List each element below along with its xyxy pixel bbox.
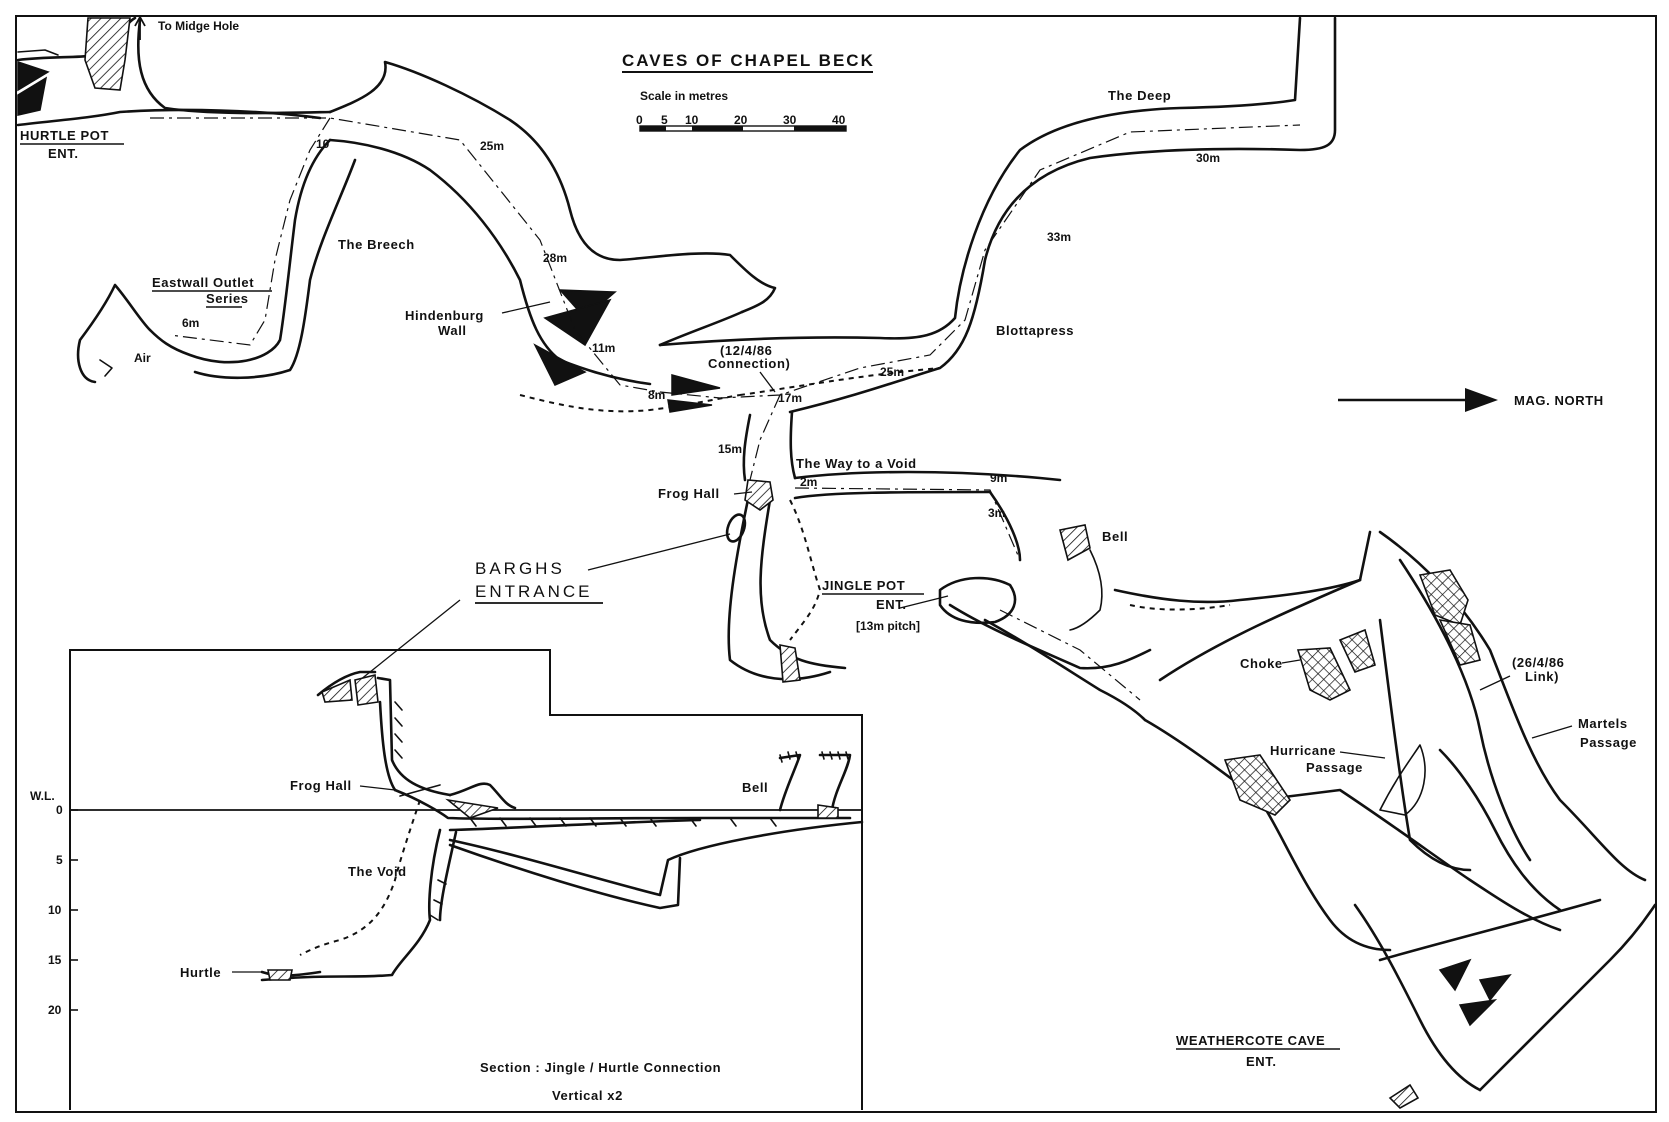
section-vertical-exaggeration: Vertical x2 [552, 1088, 623, 1103]
water-level-label: W.L. [30, 789, 55, 803]
barghs-leader-section [359, 599, 461, 681]
scale-bar [639, 125, 847, 132]
scale-ticks: 0 5 10 20 30 40 [636, 113, 846, 127]
air-label: Air [134, 351, 151, 365]
depth-label: 33m [1047, 230, 1071, 244]
barghs-entrance-label-2: ENTRANCE [475, 582, 593, 601]
svg-text:10: 10 [685, 113, 699, 127]
barghs-leader-plan [587, 533, 731, 571]
section-inset: W.L. 0 5 10 15 20 [30, 649, 864, 1110]
eastwall-outlet-label: Eastwall Outlet [152, 275, 254, 290]
barghs-entrance-label: BARGHS [475, 559, 565, 578]
weathercote-entrance-label: WEATHERCOTE CAVE [1176, 1033, 1325, 1048]
bell-label: Bell [1102, 529, 1128, 544]
the-deep-label: The Deep [1108, 88, 1171, 103]
hurricane-passage-label: Passage [1306, 760, 1363, 775]
depth-label: 25m [880, 365, 904, 379]
hurricane-label: Hurricane [1270, 743, 1336, 758]
svg-text:5: 5 [661, 113, 668, 127]
up-arrow-icon [134, 15, 146, 40]
axis-tick: 10 [48, 903, 62, 917]
depth-label: 2m [800, 475, 817, 489]
axis-tick: 5 [56, 853, 63, 867]
weathercote-ent-label: ENT. [1246, 1054, 1277, 1069]
the-breech-label: The Breech [338, 237, 415, 252]
eastwall-series-label: Series [206, 291, 249, 306]
depth-label: 11m [592, 341, 615, 355]
svg-text:20: 20 [734, 113, 748, 127]
depth-label: 8m [648, 388, 665, 402]
axis-tick: 20 [48, 1003, 62, 1017]
depth-label: 9m [990, 471, 1007, 485]
hurtle-pot-entrance-label: HURTLE POT [20, 128, 109, 143]
depth-label: 6m [182, 316, 199, 330]
depth-label: 10 [316, 137, 330, 151]
map-title: CAVES OF CHAPEL BECK [622, 51, 875, 70]
section-void-label: The Void [348, 864, 407, 879]
hindenburg-wall-label: Wall [438, 323, 467, 338]
depth-label: 17m [778, 391, 802, 405]
feature-labels: Eastwall Outlet Series Air The Breech Hi… [134, 88, 1637, 775]
link-date-label: (26/4/86 [1512, 655, 1565, 670]
jingle-leader [899, 595, 949, 609]
axis-tick: 15 [48, 953, 62, 967]
svg-text:0: 0 [636, 113, 643, 127]
jingle-pitch-label: [13m pitch] [856, 619, 920, 633]
way-to-void-label: The Way to a Void [796, 456, 917, 471]
section-frog-hall-label: Frog Hall [290, 778, 352, 793]
survey-centrelines [150, 117, 1301, 701]
north-arrow-icon [1338, 388, 1498, 412]
plan-walls [16, 16, 1657, 1109]
connection-date-label: (12/4/86 [720, 343, 773, 358]
martels-label: Martels [1578, 716, 1628, 731]
connection-label: Connection) [708, 356, 790, 371]
axis-tick: 0 [56, 803, 63, 817]
depth-label: 30m [1196, 151, 1220, 165]
depth-labels: 10 25m 28m 6m 11m 8m 17m 15m 25m 33m 30m… [182, 137, 1220, 520]
svg-text:40: 40 [832, 113, 846, 127]
svg-text:30: 30 [783, 113, 797, 127]
north-label: MAG. NORTH [1514, 393, 1604, 408]
midge-hole-label: To Midge Hole [158, 19, 239, 33]
hindenburg-label: Hindenburg [405, 308, 484, 323]
frog-hall-label: Frog Hall [658, 486, 720, 501]
section-hurtle-label: Hurtle [180, 965, 221, 980]
link-label: Link) [1525, 669, 1559, 684]
blottapress-label: Blottapress [996, 323, 1074, 338]
hurtle-pot-ent-label: ENT. [48, 146, 79, 161]
section-caption: Section : Jingle / Hurtle Connection [480, 1060, 721, 1075]
depth-label: 15m [718, 442, 742, 456]
jingle-pot-entrance-label: JINGLE POT [822, 578, 905, 593]
map-frame [15, 15, 1657, 1113]
depth-label: 25m [480, 139, 504, 153]
choke-label: Choke [1240, 656, 1283, 671]
scale-label: Scale in metres [640, 89, 728, 103]
depth-label: 3m [988, 506, 1005, 520]
depth-label: 28m [543, 251, 567, 265]
martels-passage-label: Passage [1580, 735, 1637, 750]
jingle-pot-ent-label: ENT. [876, 597, 907, 612]
section-bell-label: Bell [742, 780, 768, 795]
